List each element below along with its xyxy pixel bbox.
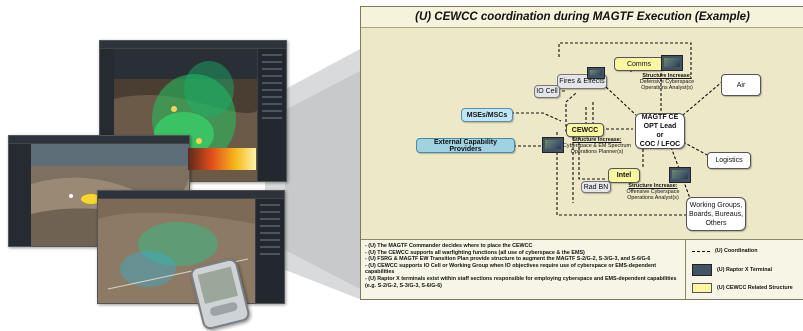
- magtf-ce-line-2: OPT Lead: [643, 123, 677, 130]
- legend-coordination-label: (U) Coordination: [715, 248, 758, 254]
- bullet-item: - (U) Raptor X terminals exist within st…: [365, 275, 677, 289]
- bullet-item: - (U) CEWCC supports IO Cell or Working …: [365, 262, 657, 276]
- terminal-icon: [692, 264, 712, 276]
- legend-coordination: (U) Coordination: [692, 248, 758, 254]
- bullet-item: - (U) FSRG & MAGTF EW Transition Plan pr…: [365, 256, 651, 263]
- note-comms: Structure Increase: Defensive Cyberspace…: [631, 73, 703, 91]
- color-scale-bar: [188, 148, 256, 170]
- diagram-footer: - (U) The MAGTF Commander decides where …: [361, 239, 803, 299]
- node-external-capability-providers[interactable]: External Capability Providers: [416, 138, 515, 153]
- node-magtf-ce[interactable]: MAGTF CE OPT Lead or COC / LFOC: [635, 113, 685, 149]
- node-comms[interactable]: Comms: [614, 57, 664, 71]
- note-comms-body: Defensive Cyberspace Operations Analyst(…: [639, 79, 695, 91]
- terminal-icon: [661, 55, 683, 71]
- bullet-item: - (U) The CEWCC supports all warfighting…: [365, 249, 585, 256]
- working-groups-line-2: Boards, Bureaus,: [688, 210, 744, 218]
- node-rad-bn[interactable]: Rad BN: [581, 181, 611, 193]
- terminal-icon: [669, 167, 691, 183]
- terminal-icon: [542, 137, 564, 153]
- note-comms-head: Structure Increase:: [642, 73, 692, 79]
- diagram-title: (U) CEWCC coordination during MAGTF Exec…: [361, 7, 803, 28]
- legend-terminal-label: (U) Raptor X Terminal: [717, 267, 773, 273]
- legend-related-structure: (U) CEWCC Related Structure: [692, 283, 793, 293]
- note-cewcc-body: Cyberspace & EM Spectrum Operations Plan…: [562, 143, 631, 155]
- node-air[interactable]: Air: [721, 74, 761, 96]
- note-intel-head: Structure Increase:: [628, 183, 678, 189]
- terrain-viewer-window-bottom[interactable]: [97, 190, 285, 304]
- bullet-list: - (U) The MAGTF Commander decides where …: [365, 243, 683, 289]
- note-intel: Structure Increase: Offensive Cyberspace…: [615, 183, 691, 201]
- yellow-box-icon: [692, 283, 712, 293]
- node-cewcc[interactable]: CEWCC: [566, 123, 604, 137]
- legend-related-label: (U) CEWCC Related Structure: [717, 285, 793, 291]
- magtf-ce-line-3: or: [656, 132, 664, 139]
- node-logistics[interactable]: Logistics: [707, 152, 751, 169]
- working-groups-line-3: Others: [705, 219, 727, 227]
- terminal-icon: [587, 67, 605, 79]
- node-working-groups[interactable]: Working Groups, Boards, Bureaus, Others: [686, 197, 746, 231]
- cewcc-coordination-diagram: (U) CEWCC coordination during MAGTF Exec…: [360, 6, 803, 300]
- magtf-ce-line-1: MAGTF CE: [641, 114, 679, 121]
- coordination-lines: [511, 42, 724, 216]
- legend: (U) Coordination (U) Raptor X Terminal (…: [685, 240, 803, 299]
- node-intel[interactable]: Intel: [608, 168, 640, 183]
- node-io-cell[interactable]: IO Cell: [534, 85, 560, 98]
- note-cewcc-head: Structure Increase:: [572, 137, 622, 143]
- node-mses-mscs[interactable]: MSEs/MSCs: [461, 108, 513, 122]
- magtf-ce-line-4: COC / LFOC: [639, 141, 681, 148]
- note-cewcc: Structure Increase: Cyberspace & EM Spec…: [557, 137, 637, 155]
- dashed-line-icon: [692, 250, 710, 252]
- bullet-item: - (U) The MAGTF Commander decides where …: [365, 243, 533, 249]
- note-intel-body: Offensive Cyberspace Operations Analyst(…: [626, 189, 680, 201]
- working-groups-line-1: Working Groups,: [689, 201, 743, 209]
- legend-terminal: (U) Raptor X Terminal: [692, 264, 772, 276]
- projection-cone: [265, 48, 362, 300]
